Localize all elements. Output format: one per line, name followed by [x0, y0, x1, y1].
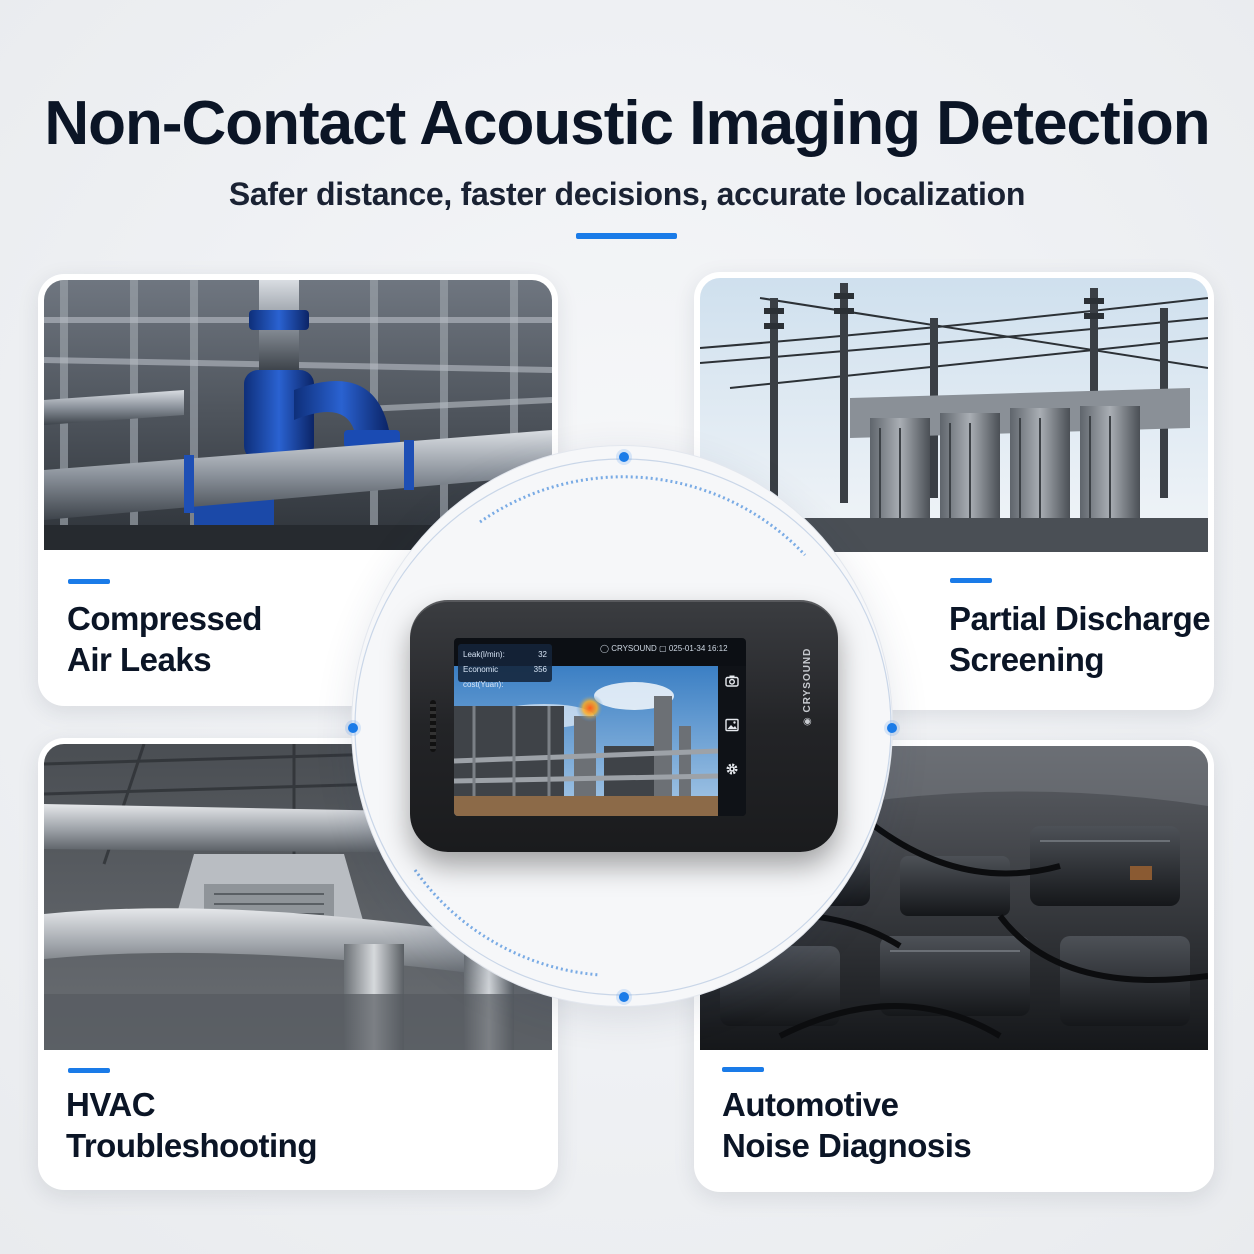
settings-icon[interactable] [725, 762, 739, 776]
hub-node-top [619, 452, 629, 462]
device-screen: Leak(l/min):32 Economic cost(Yuan):356 ◯… [454, 638, 746, 816]
brand-logo-icon: ◉ [802, 712, 813, 726]
page-title: Non-Contact Acoustic Imaging Detection [44, 89, 1210, 158]
card-accent-bar [68, 579, 110, 584]
acoustic-imager-device: Leak(l/min):32 Economic cost(Yuan):356 ◯… [410, 600, 838, 852]
hub-node-left [348, 723, 358, 733]
page-subtitle: Safer distance, faster decisions, accura… [228, 176, 1026, 212]
status-battery-icon: ▢ [659, 644, 667, 653]
hub-node-right [887, 723, 897, 733]
camera-view [454, 666, 718, 816]
gallery-icon[interactable] [725, 718, 739, 732]
card-accent-bar [722, 1067, 764, 1072]
speaker-grille [430, 700, 436, 752]
substation-photo [700, 278, 1208, 552]
card-accent-bar [68, 1068, 110, 1073]
device-side-toolbar [718, 666, 746, 816]
card-accent-bar [950, 578, 992, 583]
status-logo-icon: ◯ [600, 644, 609, 653]
title-accent-bar [576, 233, 677, 239]
hub-node-bottom [619, 992, 629, 1002]
leak-info-panel: Leak(l/min):32 Economic cost(Yuan):356 [458, 644, 552, 689]
device-brand-label: ◉ CRYSOUND [802, 647, 813, 726]
camera-icon[interactable] [725, 674, 739, 688]
status-bar: ◯ CRYSOUND ▢ 025-01-34 16:12 [600, 644, 728, 653]
